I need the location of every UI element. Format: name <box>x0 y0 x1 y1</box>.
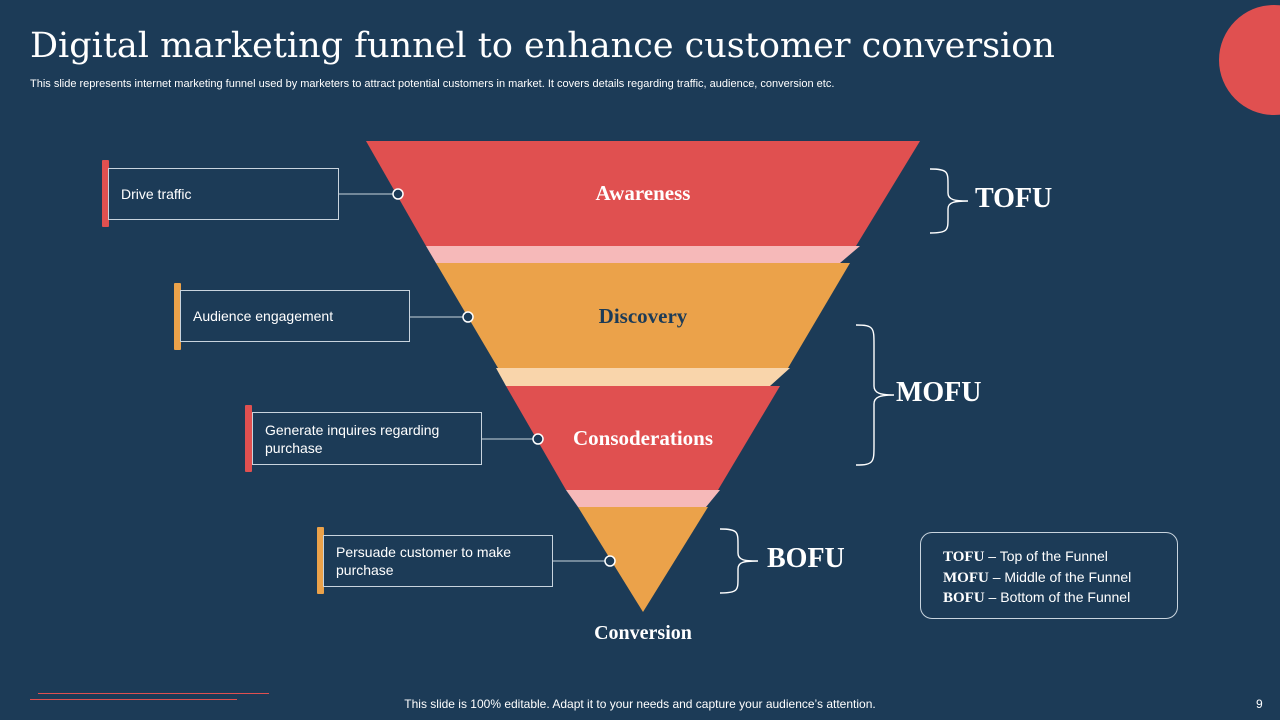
callout-tab-2 <box>174 283 181 350</box>
bofu-bracket <box>719 528 759 594</box>
stage-label-conversion: Conversion <box>594 622 692 644</box>
legend-box: TOFU – Top of the Funnel MOFU – Middle o… <box>920 532 1178 619</box>
connector-dot-2 <box>462 311 474 323</box>
connector-dot-3 <box>532 433 544 445</box>
funnel-stage-awareness[interactable] <box>366 141 920 246</box>
callout-drive-traffic: Drive traffic <box>108 168 339 220</box>
legend-row-tofu: TOFU – Top of the Funnel <box>943 548 1108 565</box>
legend-row-mofu: MOFU – Middle of the Funnel <box>943 568 1132 586</box>
funnel-band-1 <box>426 246 860 263</box>
connector-dot-4 <box>604 555 616 567</box>
funnel-stage-discovery[interactable] <box>436 263 850 368</box>
page-number: 9 <box>1256 697 1263 711</box>
callout-generate-inquires: Generate inquires regarding purchase <box>252 412 482 465</box>
page-title: Digital marketing funnel to enhance cust… <box>30 26 1055 66</box>
callout-audience-engagement: Audience engagement <box>180 290 410 342</box>
connector-dot-1 <box>392 188 404 200</box>
callout-tab-1 <box>102 160 109 227</box>
footer-accent-line-2 <box>30 699 237 700</box>
tofu-bracket <box>929 168 969 234</box>
funnel-band-2 <box>496 368 790 386</box>
stage-label-awareness: Awareness <box>595 181 691 205</box>
mofu-bracket <box>855 324 895 466</box>
footer-accent-line-1 <box>38 693 269 694</box>
group-label-bofu: BOFU <box>767 543 845 574</box>
funnel-band-3 <box>566 490 720 507</box>
callout-tab-4 <box>317 527 324 594</box>
footer-note: This slide is 100% editable. Adapt it to… <box>404 697 876 711</box>
callout-tab-3 <box>245 405 252 472</box>
legend-row-bofu: BOFU – Bottom of the Funnel <box>943 589 1131 606</box>
stage-label-discovery: Discovery <box>598 304 688 328</box>
funnel-stage-consoderations[interactable] <box>506 386 780 490</box>
stage-label-consoderations: Consoderations <box>572 426 714 450</box>
group-label-tofu: TOFU <box>975 183 1053 214</box>
group-label-mofu: MOFU <box>896 377 982 408</box>
callout-persuade-customer: Persuade customer to make purchase <box>323 535 553 587</box>
page-subtitle: This slide represents internet marketing… <box>30 78 835 90</box>
funnel-stage-tip[interactable] <box>578 507 708 612</box>
